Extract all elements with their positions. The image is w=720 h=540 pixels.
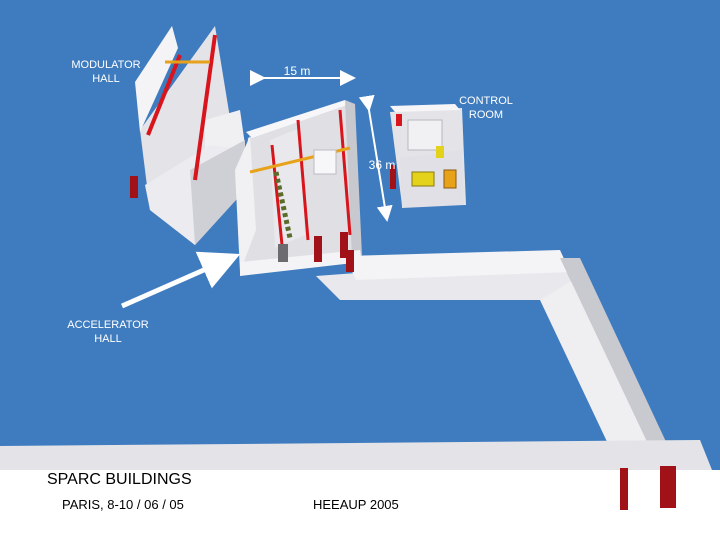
corridor [0, 250, 712, 470]
accelerator-door-2 [340, 232, 348, 258]
width-dimension-label: 15 m [283, 64, 311, 78]
footer-title: SPARC BUILDINGS [47, 471, 192, 488]
footer-band [0, 458, 720, 540]
control-room-screen [411, 171, 435, 187]
accelerator-hall-front-wall [240, 250, 362, 276]
control-room-door-2 [390, 165, 396, 189]
control-room [390, 104, 466, 208]
end-door-2 [660, 466, 676, 508]
accelerator-hall [235, 100, 362, 276]
accelerator-door-3 [346, 250, 354, 272]
footer-place-date: PARIS, 8-10 / 06 / 05 [62, 497, 184, 512]
modulator-hall-label: MODULATOR HALL [62, 58, 150, 86]
accelerator-hall-back-wall [246, 100, 350, 138]
control-room-door-1 [396, 114, 402, 126]
accelerator-beamline [273, 171, 293, 239]
corridor-diagonal-wall [560, 258, 668, 448]
modulator-door [130, 176, 138, 198]
accelerator-beam-3 [338, 109, 352, 236]
modulator-hall [130, 26, 245, 245]
corridor-bottom-floor [0, 440, 712, 470]
control-room-panel [407, 119, 443, 151]
accelerator-hall-label-line2: HALL [94, 333, 122, 345]
accelerator-hall-left-wall [235, 136, 256, 272]
length-dimension-arrow [358, 94, 393, 222]
footer-conference: HEEAUP 2005 [313, 497, 399, 512]
modulator-hall-wall-left [135, 26, 178, 132]
accelerator-hall-label-line1: ACCELERATOR [67, 319, 149, 331]
accelerator-hall-equipment [313, 149, 337, 175]
modulator-beam-right [193, 34, 217, 181]
accelerator-hall-cabinet [278, 244, 288, 262]
control-room-window [443, 169, 457, 189]
accelerator-door-1 [314, 236, 322, 262]
accelerator-hall-label: ACCELERATOR HALL [50, 318, 166, 346]
control-room-label-line1: CONTROL [459, 95, 513, 107]
control-room-marker [436, 146, 444, 158]
modulator-hall-side-wall [190, 140, 245, 245]
control-room-label: CONTROL ROOM [448, 94, 524, 122]
control-room-label-line2: ROOM [468, 109, 504, 121]
accelerator-hall-right-wall [345, 100, 362, 258]
modulator-beam-left [146, 54, 182, 136]
end-door-1 [620, 468, 628, 510]
accelerator-hall-pointer-arrow [120, 251, 241, 309]
accelerator-beam-2 [296, 119, 310, 241]
modulator-hall-label-line2: HALL [92, 73, 120, 85]
length-dimension-label: 36 m [368, 158, 396, 172]
modulator-hall-label-line1: MODULATOR [71, 59, 141, 71]
end-doors [620, 466, 676, 510]
accelerator-beam-1 [270, 144, 284, 246]
corridor-wall-top [345, 250, 570, 280]
control-room-back-wall [390, 104, 460, 112]
